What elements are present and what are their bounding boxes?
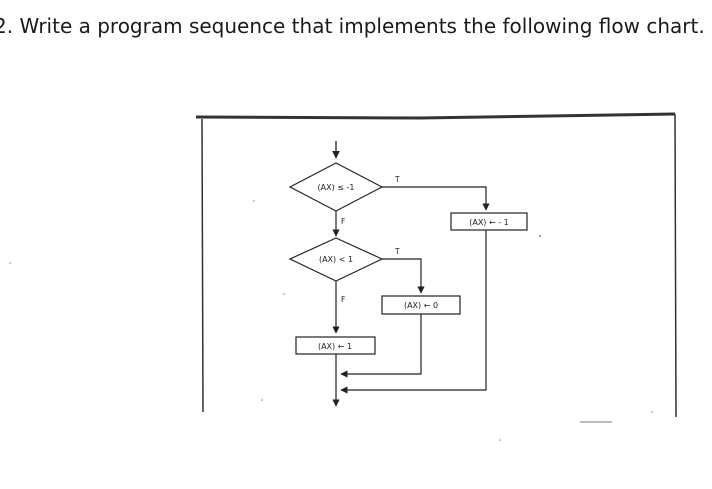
scan-border (195, 112, 677, 418)
decision-1-true-label: T (394, 175, 400, 184)
scan-speckles (9, 200, 653, 441)
process-neg-one: (AX) ← - 1 (450, 212, 528, 231)
process-neg-one-text: (AX) ← - 1 (469, 218, 509, 227)
process-one: (AX) ← 1 (295, 336, 376, 355)
decision-1-true-line (382, 186, 490, 211)
decision-1-false-label: F (341, 217, 345, 226)
decision-2: (AX) < 1 (288, 237, 384, 282)
process-one-text: (AX) ← 1 (318, 342, 352, 351)
process-zero-text: (AX) ← 0 (404, 301, 438, 310)
decision-2-false-label: F (341, 295, 345, 304)
question-text: 2. Write a program sequence that impleme… (0, 14, 705, 38)
merge-connectors (332, 230, 487, 407)
decision-1-text: (AX) ≤ -1 (318, 183, 355, 192)
process-zero: (AX) ← 0 (381, 295, 461, 315)
decision-2-true-label: T (394, 247, 400, 256)
decision-2-true-line (382, 258, 425, 294)
decision-1: (AX) ≤ -1 (288, 162, 384, 212)
decision-2-text: (AX) < 1 (319, 255, 353, 264)
